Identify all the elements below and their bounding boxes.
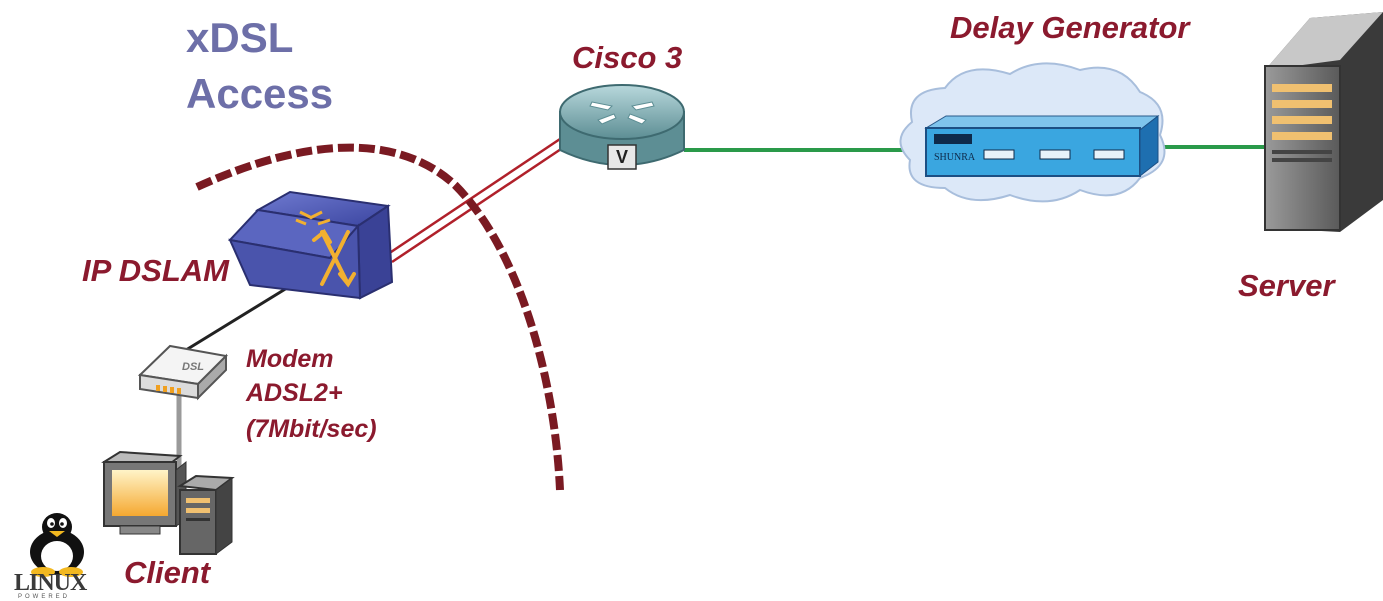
- section-title-line1: xDSL: [186, 14, 294, 61]
- dslam-icon: [228, 190, 394, 300]
- modem-label-line1: Modem: [246, 345, 334, 373]
- cisco-label: Cisco 3: [572, 40, 683, 75]
- client-pc-icon: [101, 450, 235, 555]
- section-title-line2: Access: [186, 70, 334, 117]
- link-dslam-modem: [185, 278, 301, 352]
- server-label: Server: [1238, 268, 1335, 303]
- modem-icon: DSL: [137, 344, 229, 401]
- dslam-label: IP DSLAM: [82, 253, 229, 288]
- linux-penguin-icon: [30, 513, 84, 577]
- linux-logo-text: LINUX: [14, 570, 87, 596]
- modem-badge-text: DSL: [182, 361, 204, 373]
- router-badge-text: V: [616, 147, 628, 167]
- modem-label-line3: (7Mbit/sec): [246, 415, 377, 443]
- router-icon: V: [559, 84, 685, 170]
- modem-label-line2: ADSL2+: [246, 379, 343, 407]
- client-label: Client: [124, 555, 211, 590]
- linux-logo-subtext: POWERED: [18, 594, 71, 600]
- delay-generator-label: Delay Generator: [950, 10, 1190, 45]
- delay-brand-text: SHUNRA: [934, 152, 976, 163]
- server-icon: [1264, 12, 1383, 232]
- dsl-link-dslam-cisco: [384, 133, 571, 264]
- access-boundary-curve: [195, 143, 564, 491]
- delay-generator-icon: SHUNRA: [899, 62, 1166, 203]
